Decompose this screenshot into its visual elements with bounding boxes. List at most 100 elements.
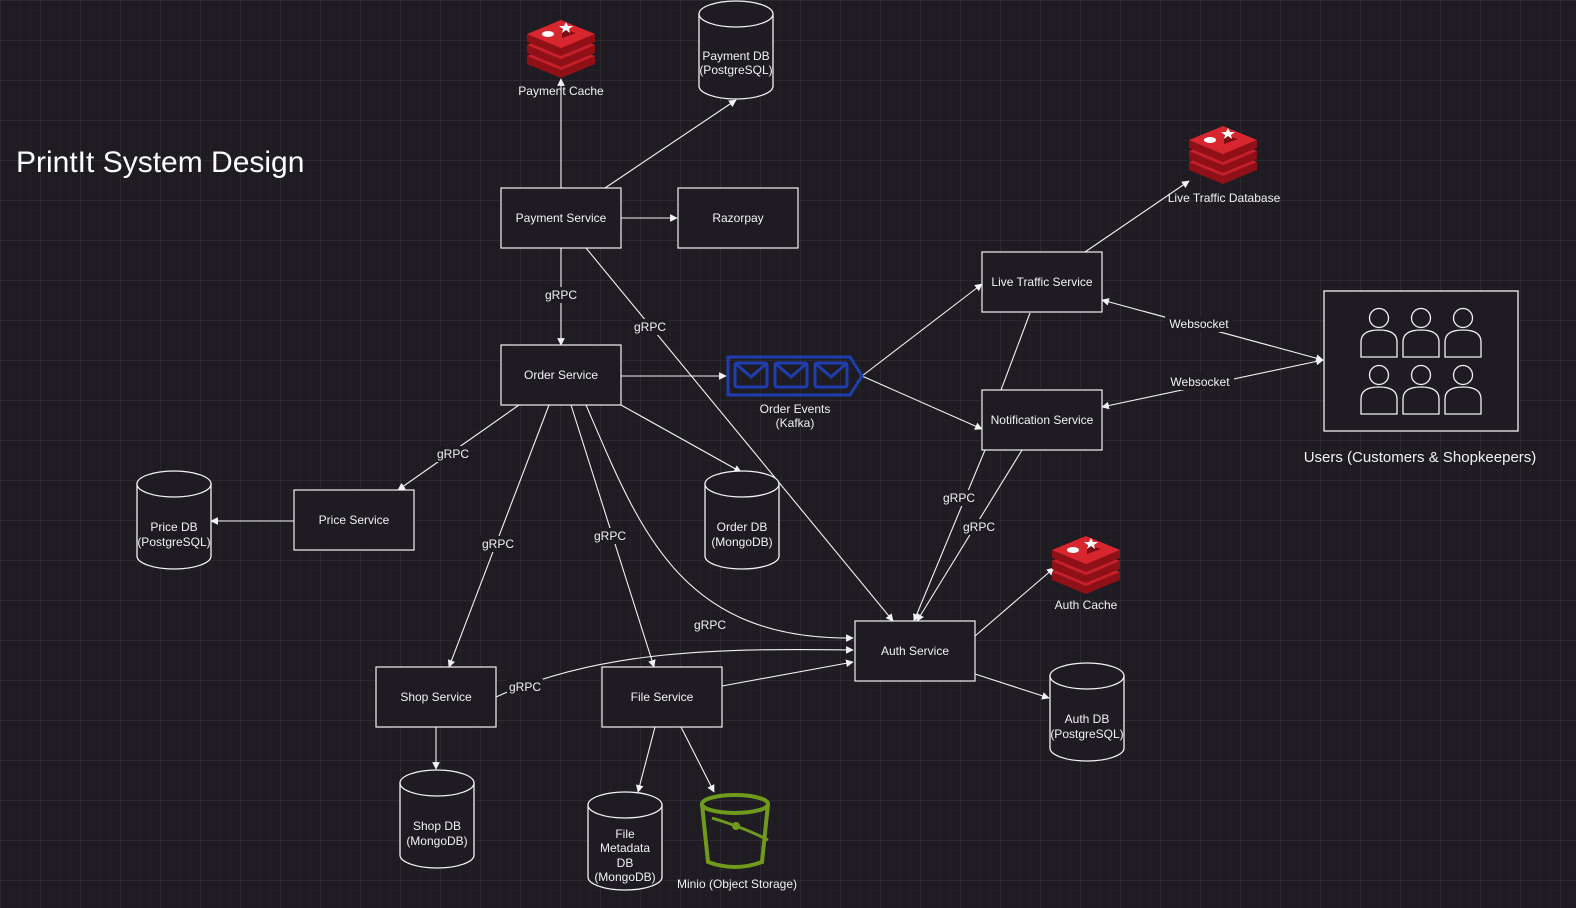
diagram-title: PrintIt System Design bbox=[16, 146, 305, 179]
order-db[interactable]: Order DB (MongoDB) bbox=[704, 470, 780, 570]
notification-service[interactable]: Notification Service bbox=[981, 389, 1103, 451]
label-grpc-shop-auth: gRPC bbox=[507, 679, 543, 695]
price-service[interactable]: Price Service bbox=[293, 489, 415, 551]
shop-service[interactable]: Shop Service bbox=[375, 666, 497, 728]
svg-text:Order Service: Order Service bbox=[524, 368, 598, 382]
users-box bbox=[1323, 290, 1519, 432]
svg-text:(PostgreSQL): (PostgreSQL) bbox=[1050, 727, 1123, 741]
user-icon bbox=[1402, 364, 1440, 415]
label-grpc-payment-auth: gRPC bbox=[632, 319, 668, 335]
file-metadata-db[interactable]: File Metadata DB (MongoDB) bbox=[587, 791, 663, 891]
user-icons bbox=[1360, 307, 1482, 415]
svg-text:Auth Service: Auth Service bbox=[881, 644, 949, 658]
users-label: Users (Customers & Shopkeepers) bbox=[1304, 449, 1537, 466]
live-traffic-database[interactable]: Live Traffic Database bbox=[1168, 126, 1281, 205]
edge-order-to-auth bbox=[585, 404, 854, 642]
svg-text:Order Events: Order Events bbox=[760, 402, 831, 416]
edge-payment-to-auth bbox=[585, 247, 894, 622]
auth-db[interactable]: Auth DB (PostgreSQL) bbox=[1049, 662, 1125, 762]
edge-file-to-file-db bbox=[636, 726, 656, 793]
edge-live-traffic-to-notification bbox=[1000, 312, 1031, 391]
svg-text:Live Traffic Service: Live Traffic Service bbox=[991, 275, 1092, 289]
svg-text:gRPC: gRPC bbox=[634, 320, 666, 334]
razorpay-service[interactable]: Razorpay bbox=[677, 187, 799, 249]
label-grpc-order-auth: gRPC bbox=[692, 617, 728, 633]
svg-text:gRPC: gRPC bbox=[545, 288, 577, 302]
svg-text:Shop Service: Shop Service bbox=[400, 690, 472, 704]
svg-text:Razorpay: Razorpay bbox=[712, 211, 763, 225]
payment-cache[interactable]: Payment Cache bbox=[518, 20, 604, 98]
bucket-icon bbox=[700, 793, 770, 869]
user-icon bbox=[1360, 364, 1398, 415]
auth-service[interactable]: Auth Service bbox=[854, 620, 976, 682]
price-db[interactable]: Price DB (PostgreSQL) bbox=[136, 470, 212, 570]
redis-icon bbox=[1189, 126, 1257, 184]
svg-text:Price DB: Price DB bbox=[150, 520, 197, 534]
live-traffic-database-label: Live Traffic Database bbox=[1168, 191, 1281, 205]
svg-text:(MongoDB): (MongoDB) bbox=[594, 870, 655, 884]
edge-notification-to-auth-a bbox=[913, 449, 986, 622]
svg-text:gRPC: gRPC bbox=[437, 447, 469, 461]
svg-text:gRPC: gRPC bbox=[963, 520, 995, 534]
shop-db[interactable]: Shop DB (MongoDB) bbox=[399, 769, 475, 869]
svg-text:File: File bbox=[615, 827, 635, 841]
payment-service[interactable]: Payment Service bbox=[500, 187, 622, 249]
user-icon bbox=[1360, 307, 1398, 358]
edge-payment-to-payment-db bbox=[604, 99, 737, 189]
edge-kafka-to-notification bbox=[861, 375, 983, 430]
auth-cache[interactable]: Auth Cache bbox=[1052, 536, 1120, 612]
label-grpc-order-file: gRPC bbox=[592, 528, 628, 544]
svg-text:Price Service: Price Service bbox=[319, 513, 390, 527]
svg-text:Shop DB: Shop DB bbox=[413, 819, 461, 833]
order-events-queue[interactable]: Order Events (Kafka) bbox=[726, 355, 864, 430]
user-icon bbox=[1444, 364, 1482, 415]
edge-file-to-auth bbox=[721, 659, 854, 687]
edge-auth-to-auth-db bbox=[974, 673, 1050, 700]
svg-text:Websocket: Websocket bbox=[1170, 375, 1230, 389]
svg-text:File Service: File Service bbox=[631, 690, 694, 704]
payment-db[interactable]: Payment DB (PostgreSQL) bbox=[698, 0, 774, 100]
svg-text:(PostgreSQL): (PostgreSQL) bbox=[137, 535, 210, 549]
svg-text:Payment Service: Payment Service bbox=[516, 211, 607, 225]
users-group[interactable]: Users (Customers & Shopkeepers) bbox=[1304, 290, 1537, 466]
label-grpc-notification-auth-b: gRPC bbox=[961, 519, 997, 535]
svg-text:Payment DB: Payment DB bbox=[702, 49, 769, 63]
svg-text:(Kafka): (Kafka) bbox=[776, 416, 815, 430]
edge-notification-to-auth-b bbox=[916, 449, 1023, 622]
label-grpc-order-price: gRPC bbox=[435, 446, 471, 462]
file-service[interactable]: File Service bbox=[601, 666, 723, 728]
svg-text:gRPC: gRPC bbox=[943, 491, 975, 505]
redis-icon bbox=[527, 20, 595, 78]
minio-object-storage[interactable]: Minio (Object Storage) bbox=[677, 793, 797, 891]
payment-cache-label: Payment Cache bbox=[518, 84, 604, 98]
edge-auth-to-auth-cache bbox=[974, 567, 1055, 637]
svg-text:Metadata: Metadata bbox=[600, 841, 650, 855]
label-websocket-notification: Websocket bbox=[1166, 374, 1234, 390]
svg-text:DB: DB bbox=[617, 856, 634, 870]
redis-icon bbox=[1052, 536, 1120, 594]
label-grpc-order-shop: gRPC bbox=[480, 536, 516, 552]
svg-text:gRPC: gRPC bbox=[694, 618, 726, 632]
user-icon bbox=[1444, 307, 1482, 358]
order-service[interactable]: Order Service bbox=[500, 344, 622, 406]
label-grpc-notification-auth-a: gRPC bbox=[941, 490, 977, 506]
user-icon bbox=[1402, 307, 1440, 358]
edge-order-to-order-db bbox=[620, 404, 742, 473]
svg-text:(PostgreSQL): (PostgreSQL) bbox=[699, 63, 772, 77]
auth-cache-label: Auth Cache bbox=[1055, 598, 1118, 612]
svg-text:Notification Service: Notification Service bbox=[991, 413, 1094, 427]
svg-text:Minio (Object Storage): Minio (Object Storage) bbox=[677, 877, 797, 891]
edge-live-traffic-to-live-traffic-db bbox=[1084, 180, 1190, 253]
live-traffic-service[interactable]: Live Traffic Service bbox=[981, 251, 1103, 313]
label-websocket-live-traffic: Websocket bbox=[1165, 316, 1233, 332]
label-grpc-payment-order: gRPC bbox=[543, 287, 579, 303]
svg-text:(MongoDB): (MongoDB) bbox=[711, 535, 772, 549]
svg-text:(MongoDB): (MongoDB) bbox=[406, 834, 467, 848]
svg-text:Auth DB: Auth DB bbox=[1065, 712, 1110, 726]
svg-text:gRPC: gRPC bbox=[509, 680, 541, 694]
edge-file-to-minio bbox=[680, 726, 715, 793]
svg-text:Order DB: Order DB bbox=[717, 520, 768, 534]
svg-text:gRPC: gRPC bbox=[482, 537, 514, 551]
edge-kafka-to-live-traffic bbox=[861, 283, 983, 377]
